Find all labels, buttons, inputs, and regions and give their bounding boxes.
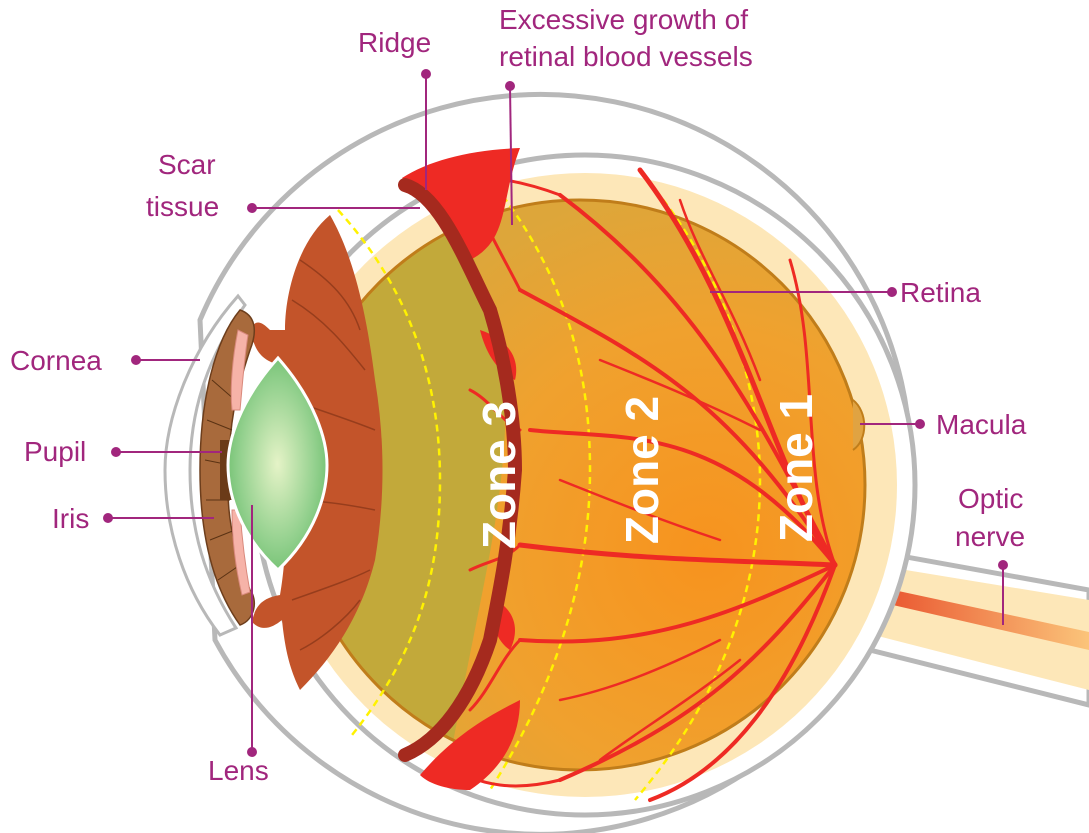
growth-label-line2: retinal blood vessels xyxy=(499,41,753,72)
pupil-label: Pupil xyxy=(24,436,86,467)
optic-label-line2: nerve xyxy=(955,521,1025,552)
retina-dot xyxy=(887,287,897,297)
growth-dot xyxy=(505,81,515,91)
scar-dot xyxy=(247,203,257,213)
optic-dot xyxy=(998,560,1008,570)
iris-label: Iris xyxy=(52,503,89,534)
optic-label-line1: Optic xyxy=(958,483,1023,514)
zone-2-label: Zone 2 xyxy=(616,396,668,544)
growth-label-line1: Excessive growth of xyxy=(499,4,748,35)
scar-label-line2: tissue xyxy=(146,191,219,222)
cornea-label: Cornea xyxy=(10,345,102,376)
lens-label: Lens xyxy=(208,755,269,786)
cornea-dot xyxy=(131,355,141,365)
macula-label: Macula xyxy=(936,409,1027,440)
pupil-dot xyxy=(111,447,121,457)
retina-label: Retina xyxy=(900,277,981,308)
macula-dot xyxy=(915,419,925,429)
iris-dot xyxy=(103,513,113,523)
scar-label-line1: Scar xyxy=(158,149,216,180)
ridge-label: Ridge xyxy=(358,27,431,58)
ridge-dot xyxy=(421,69,431,79)
zone-3-label: Zone 3 xyxy=(473,401,525,549)
zone-1-label: Zone 1 xyxy=(770,394,822,542)
